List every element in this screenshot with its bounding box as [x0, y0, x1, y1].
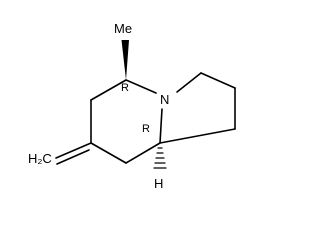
stereo-label-c8a: R [142, 123, 150, 135]
bond-c3-c2 [200, 72, 236, 89]
bond-c5-n4 [125, 79, 157, 94]
bond-c8-c8a [125, 142, 161, 164]
double-bond-inner [56, 149, 90, 165]
methyl-label: Me [114, 21, 132, 36]
hashed-bond-c8a-h [153, 147, 167, 169]
bond-c7-c8 [90, 142, 127, 164]
nitrogen-label: N [160, 92, 169, 107]
double-bond-outer [55, 142, 92, 159]
hydrogen-label: H [154, 176, 163, 191]
bond-c5-c6 [90, 79, 127, 101]
methylene-label: H₂C [28, 151, 52, 166]
wedge-bond-c5-methyl [121, 40, 129, 80]
stereo-label-c5: R [121, 82, 129, 94]
bond-c1-c8a [159, 128, 236, 144]
bond-n4-c3 [176, 72, 202, 93]
bond-c8a-n4 [159, 108, 163, 144]
molecule-structure: Me N H H₂C R R [28, 21, 236, 191]
